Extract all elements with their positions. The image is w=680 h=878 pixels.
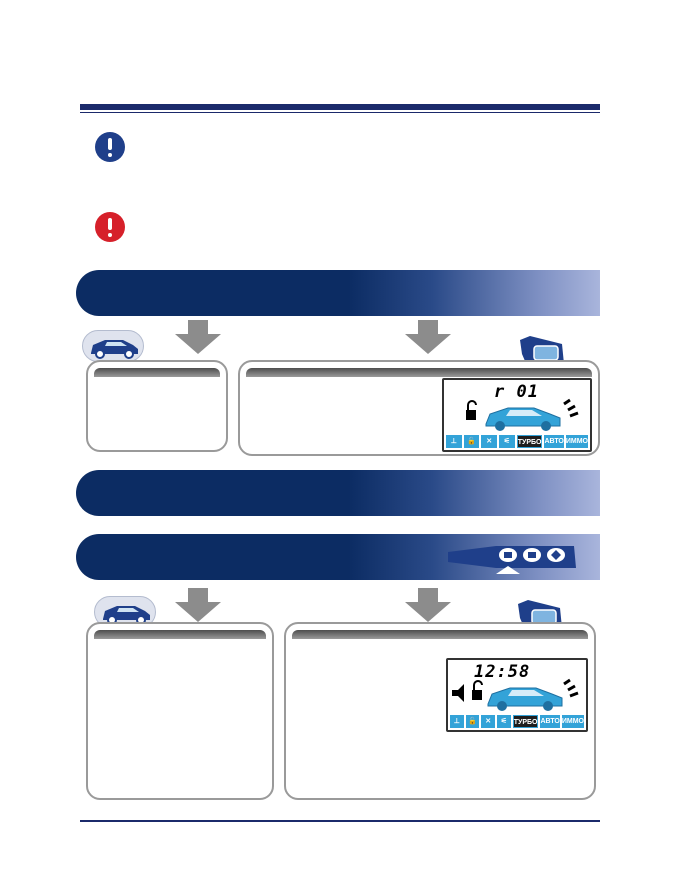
warning-exclamation-icon [95,212,125,242]
down-arrow-right-1 [405,320,451,354]
lcd-seg-immo: ИММО [565,435,588,448]
car-panel-1 [86,360,228,452]
remote-buttons-icon [446,538,578,574]
car-icon [82,330,144,362]
header-rule [80,104,600,110]
lcd-seg: ⊥ [446,435,462,448]
down-arrow-left-1 [175,320,221,354]
fob-panel-1: r 01 ⊥ 🔓 ✕ ⚟ ТУРБО АВТО ИММО [238,360,600,456]
lcd-seg: ✕ [481,435,498,448]
lcd-icon-strip-2: ⊥ 🔓 ✕ ⚟ ТУРБО АВТО ИММО [450,715,584,728]
car-status-icon [466,398,579,431]
header-rule-thin [80,112,600,113]
lcd-seg: ⚟ [497,715,511,728]
lcd-time: 12:58 [474,662,531,682]
lcd-seg: 🔓 [465,715,480,728]
lcd-seg-auto: АВТО [544,435,564,448]
lcd-seg-turbo: ТУРБО [516,435,543,448]
car-status-icon [452,678,579,711]
down-arrow-left-2 [175,588,221,622]
section-band-1 [76,270,600,316]
lcd-seg: ✕ [481,715,496,728]
section-band-2 [76,470,600,516]
car-panel-2 [86,622,274,800]
lcd-seg: ⊥ [450,715,464,728]
lcd-seg: ⚟ [499,435,515,448]
lcd-display-1: r 01 ⊥ 🔓 ✕ ⚟ ТУРБО АВТО ИММО [442,378,592,452]
lcd-seg-turbo: ТУРБО [512,715,539,728]
footer-rule [80,820,600,822]
lcd-icon-strip-1: ⊥ 🔓 ✕ ⚟ ТУРБО АВТО ИММО [446,435,588,448]
lcd-code: r 01 [494,382,539,402]
fob-panel-2: 12:58 ⊥ 🔓 ✕ ⚟ ТУРБО АВТО ИММО [284,622,596,800]
lcd-display-2: 12:58 ⊥ 🔓 ✕ ⚟ ТУРБО АВТО ИММО [446,658,588,732]
info-exclamation-icon [95,132,125,162]
lcd-seg: 🔓 [463,435,480,448]
lcd-seg-auto: АВТО [540,715,560,728]
down-arrow-right-2 [405,588,451,622]
lcd-seg-immo: ИММО [561,715,584,728]
